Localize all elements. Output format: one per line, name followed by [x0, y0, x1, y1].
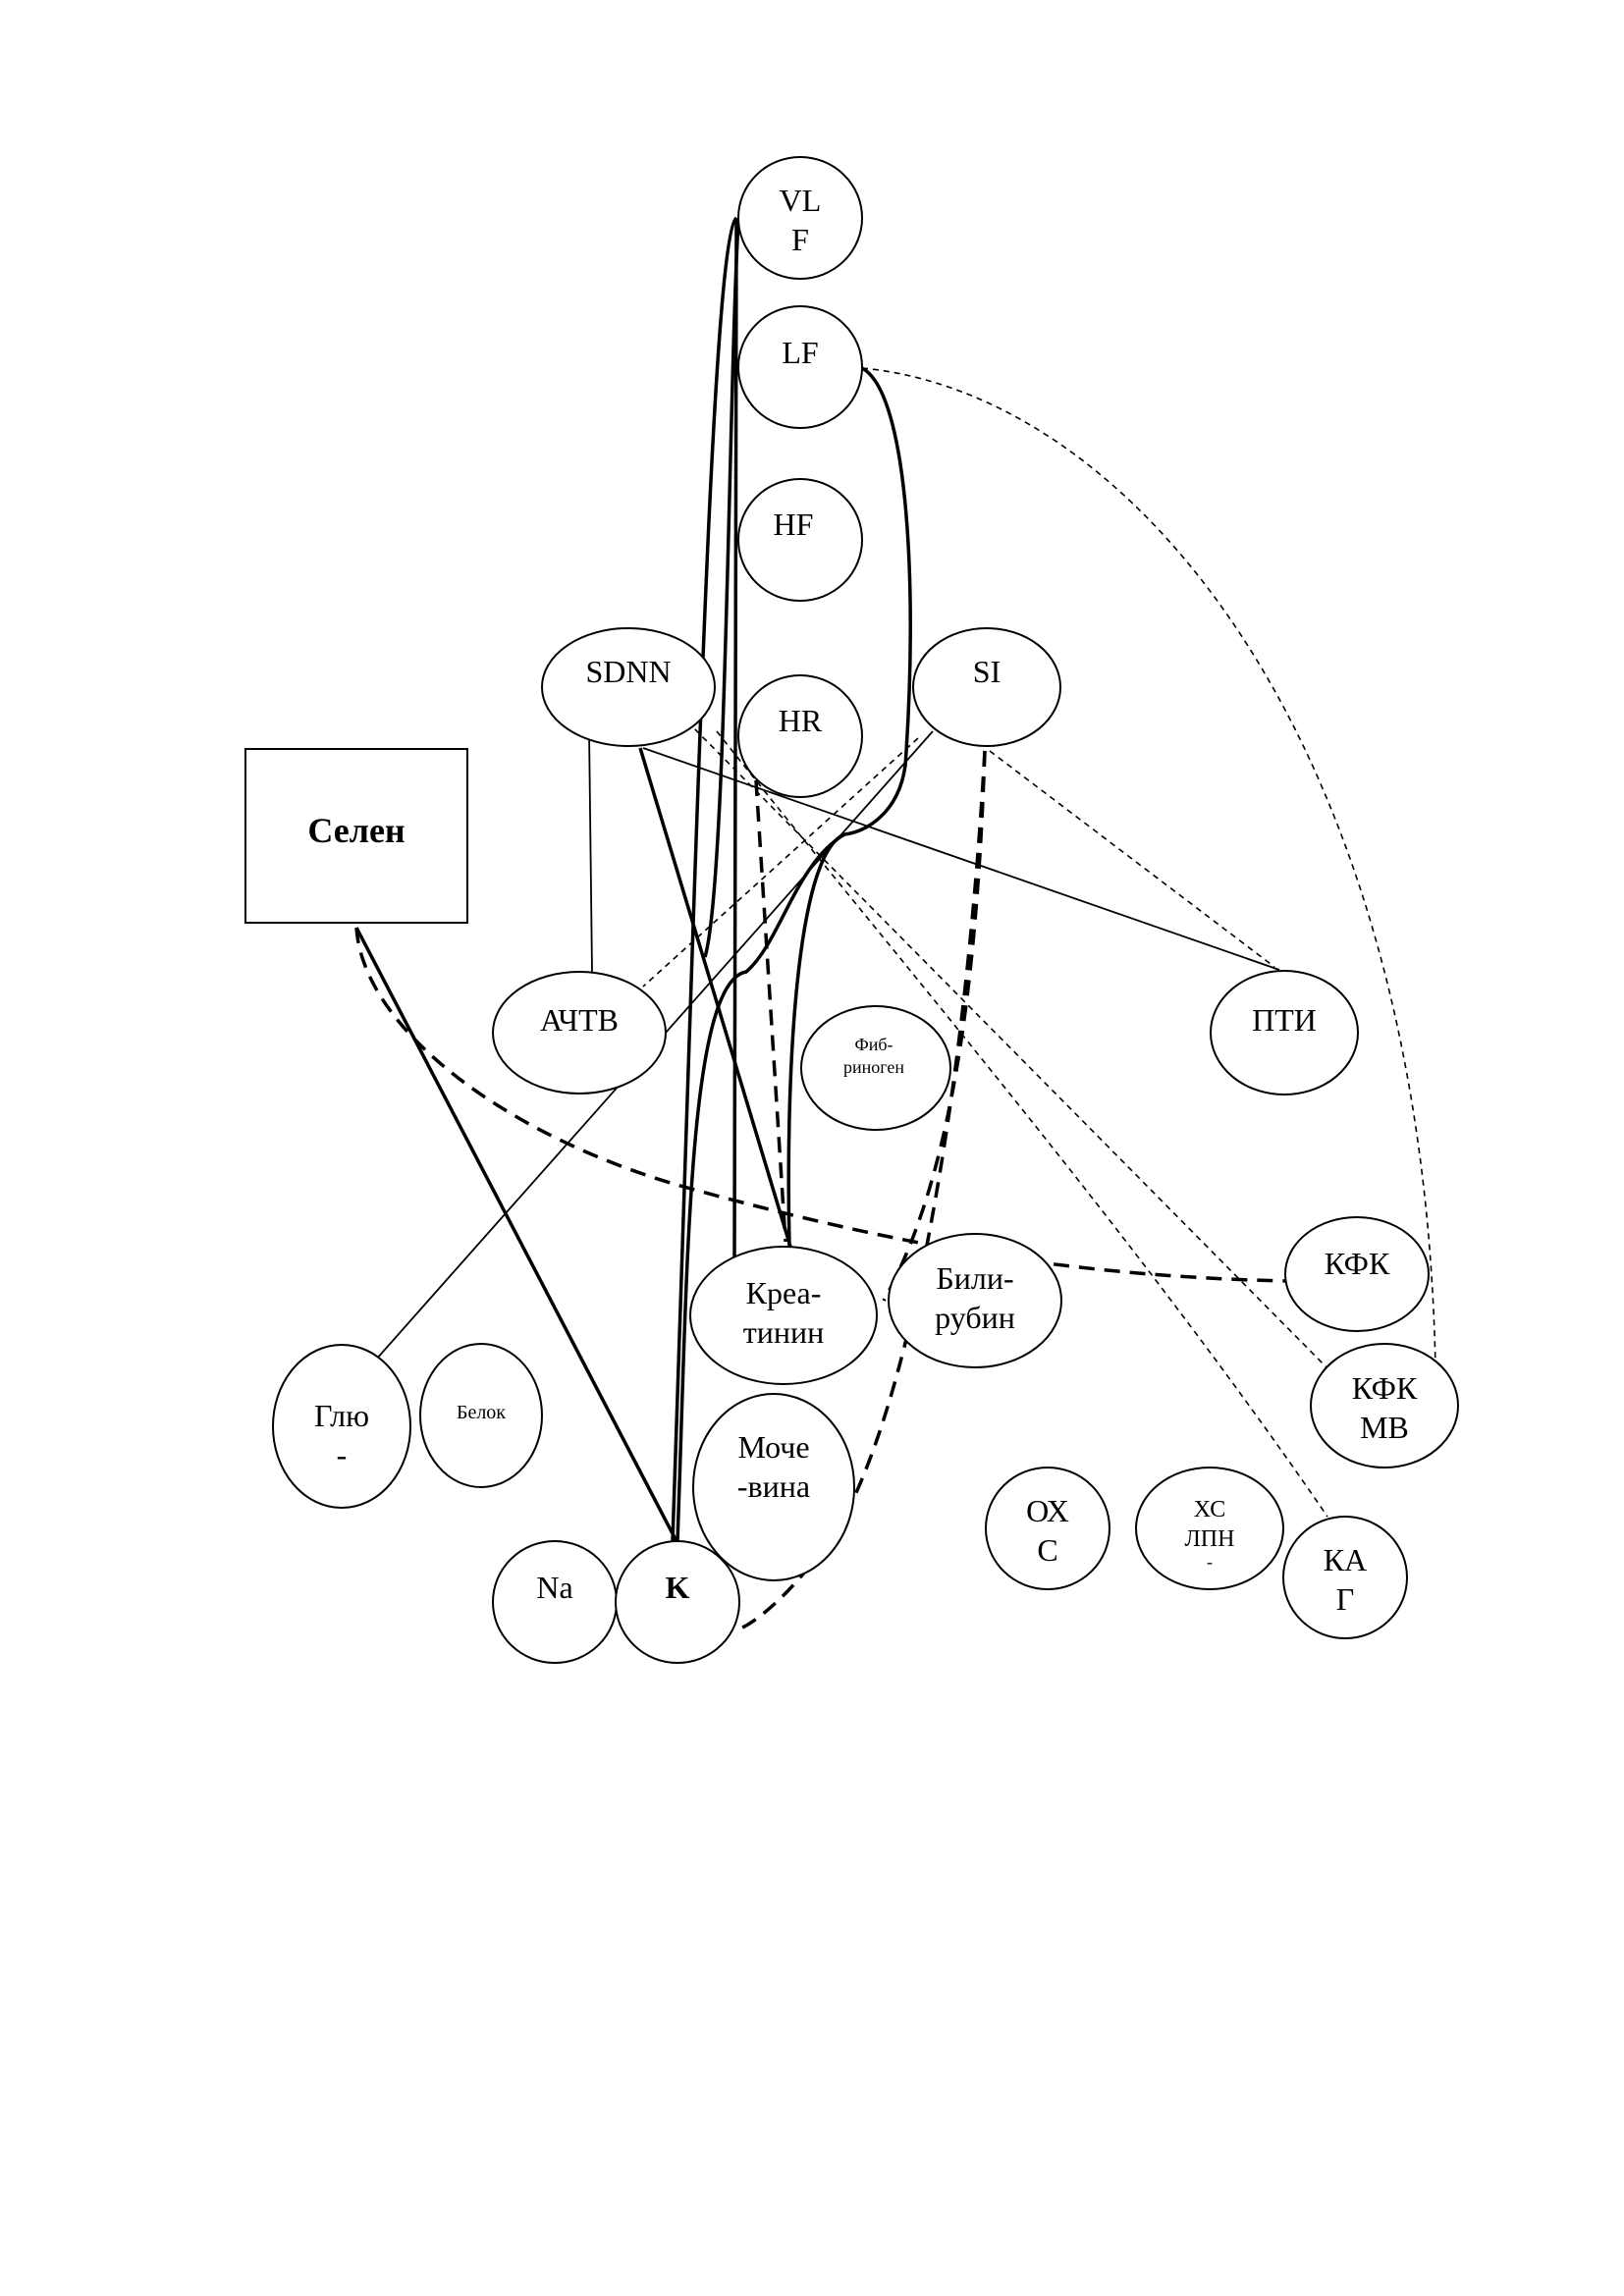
node-mochevina-label-1: Моче	[737, 1429, 809, 1465]
node-kfk: КФК	[1284, 1216, 1430, 1332]
edge-sdnn-kag	[716, 730, 1328, 1518]
node-hf: HF	[737, 478, 863, 602]
edge-si-pti	[989, 750, 1275, 968]
edge-si-bilirubin	[882, 750, 987, 1302]
node-ohs-label-2: С	[1037, 1532, 1057, 1568]
node-vlf-label-1: VL	[780, 183, 822, 218]
node-hr-label: HR	[779, 703, 823, 738]
edge-si-achtv	[642, 737, 919, 988]
edge-vlf-curve	[703, 220, 740, 958]
node-pti-label: ПТИ	[1252, 1002, 1317, 1038]
node-ohs: ОХ С	[985, 1467, 1110, 1590]
node-na: Na	[492, 1540, 618, 1664]
edge-sdnn-kfkmb	[686, 721, 1334, 1375]
node-hr: HR	[737, 674, 863, 798]
node-bilirubin-label-2: рубин	[935, 1300, 1015, 1335]
node-lf-label: LF	[782, 335, 818, 370]
node-lf: LF	[737, 305, 863, 429]
node-sdnn: SDNN	[541, 627, 716, 747]
node-kreatinin-label-1: Креа-	[746, 1275, 822, 1310]
edges	[354, 216, 1436, 1631]
edge-lf-kfkmb	[861, 367, 1436, 1370]
edge-sdnn-kreatinin	[638, 747, 792, 1248]
edge-sdnn-pti	[642, 747, 1280, 971]
node-hs-lpn: ХС ЛПН -	[1135, 1467, 1284, 1590]
node-fibrinogen-label-2: риноген	[843, 1057, 904, 1077]
node-bilirubin-label-1: Били-	[936, 1260, 1013, 1296]
edge-vlf-kreatinin	[732, 217, 738, 1262]
edge-vlf-k	[671, 216, 738, 1542]
node-kfk-mb-label-2: МВ	[1360, 1410, 1409, 1445]
node-kag: КА Г	[1282, 1516, 1408, 1639]
node-hf-label: HF	[774, 507, 814, 542]
node-selen-label: Селен	[307, 811, 405, 850]
node-belok: Белок	[419, 1343, 543, 1488]
node-glu-label-1: Глю	[314, 1398, 369, 1433]
node-k: K	[615, 1540, 740, 1664]
edge-hr-kreatinin	[754, 779, 787, 1243]
edge-selen-k	[354, 927, 679, 1544]
node-mochevina: Моче -вина	[692, 1393, 855, 1581]
node-belok-label: Белок	[457, 1402, 506, 1423]
node-hs-lpn-label-1: ХС	[1194, 1497, 1225, 1522]
edge-si-k	[735, 750, 987, 1631]
node-kag-label-2: Г	[1336, 1581, 1355, 1617]
node-kreatinin-label-2: тинин	[743, 1314, 824, 1350]
node-na-label: Na	[536, 1570, 572, 1605]
node-mochevina-label-2: -вина	[737, 1468, 810, 1504]
node-vlf: VL F	[737, 156, 863, 280]
edge-sdnn-achtv	[588, 730, 593, 973]
node-sdnn-label: SDNN	[585, 654, 671, 689]
node-fibrinogen: Фиб- риноген	[800, 1005, 951, 1131]
node-kfk-mb: КФК МВ	[1310, 1343, 1459, 1468]
node-kag-label-1: КА	[1324, 1542, 1367, 1577]
node-pti: ПТИ	[1210, 970, 1359, 1095]
node-selen: Селен	[244, 748, 468, 924]
edge-lf-kreatinin	[786, 366, 912, 1248]
node-glu: Глю -	[272, 1344, 411, 1509]
node-kfk-mb-label-1: КФК	[1352, 1370, 1418, 1406]
node-k-label: K	[666, 1570, 690, 1605]
node-ohs-label-1: ОХ	[1026, 1493, 1069, 1528]
node-hs-lpn-label-3: -	[1207, 1552, 1213, 1572]
node-achtv: АЧТВ	[492, 971, 667, 1095]
node-vlf-label-2: F	[791, 222, 809, 257]
node-kfk-label: КФК	[1325, 1246, 1390, 1281]
node-hs-lpn-label-2: ЛПН	[1185, 1526, 1235, 1552]
node-achtv-label: АЧТВ	[540, 1002, 619, 1038]
node-si: SI	[912, 627, 1061, 747]
node-bilirubin: Били- рубин	[888, 1233, 1062, 1368]
node-fibrinogen-label-1: Фиб-	[854, 1035, 893, 1054]
node-glu-label-2: -	[337, 1437, 348, 1472]
node-si-label: SI	[973, 654, 1001, 689]
node-kreatinin: Креа- тинин	[689, 1246, 878, 1385]
